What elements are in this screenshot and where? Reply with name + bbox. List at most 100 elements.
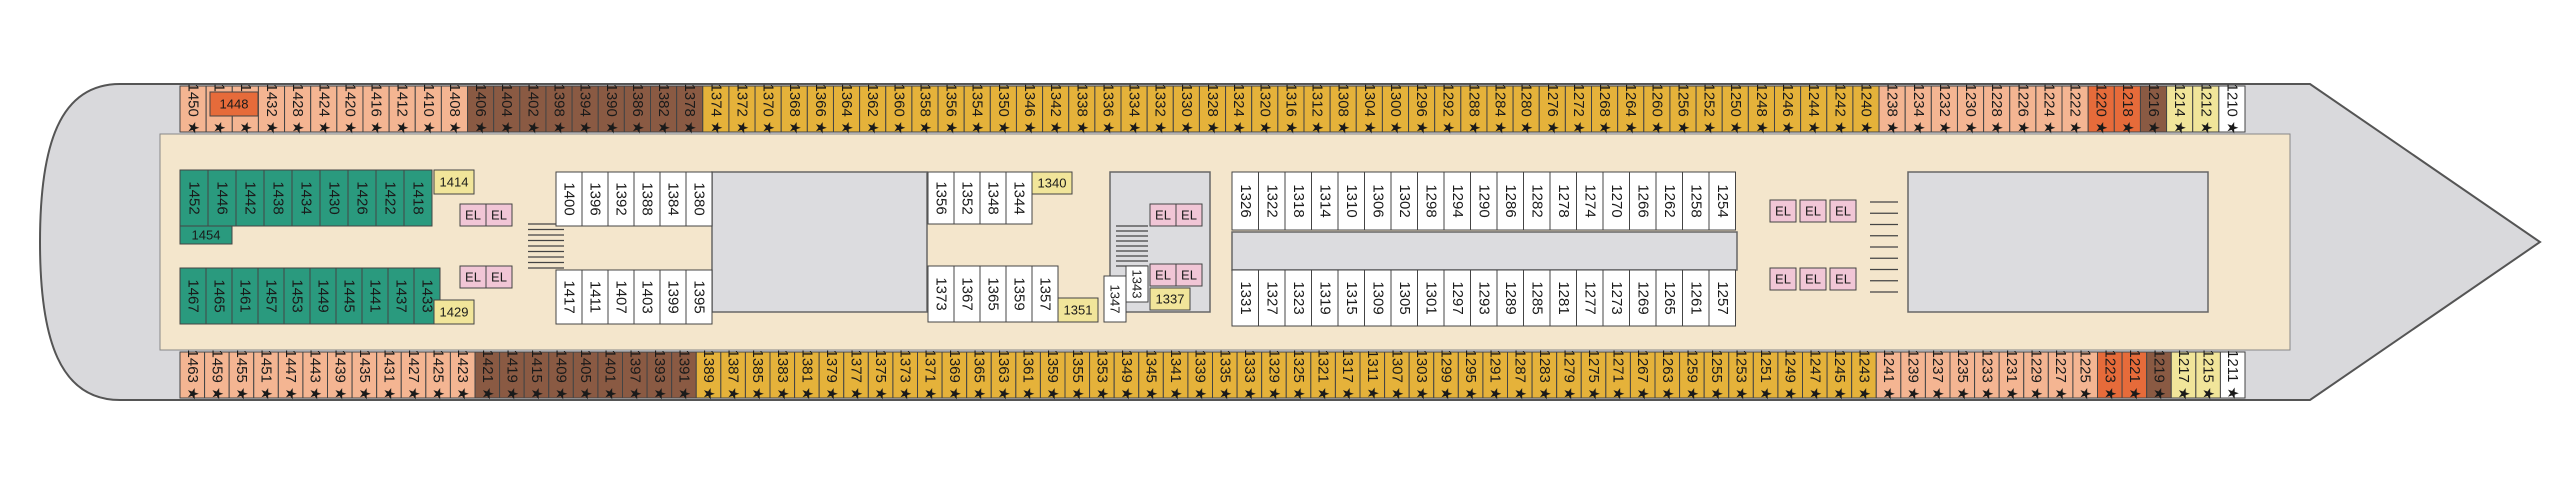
top-row-cabin xyxy=(2009,85,2037,133)
bottom-row-cabin xyxy=(474,351,501,399)
bottom-row-cabin-number: 1299 ★ xyxy=(1438,350,1455,401)
bottom-row-cabin xyxy=(1728,351,1754,399)
top-row-cabin xyxy=(2166,85,2194,133)
fwd-teal-bottom-cabin-number: 1457 xyxy=(263,279,280,312)
open-area-1 xyxy=(711,171,928,313)
mid-block-b-top-cabin-number: 1344 xyxy=(1011,181,1028,214)
top-row-cabin-number: 1250 ★ xyxy=(1727,84,1744,135)
top-row-cabin-number: 1272 ★ xyxy=(1570,84,1587,135)
mid-block-c-bottom-cabin xyxy=(1443,269,1471,327)
bottom-row-cabin xyxy=(1138,351,1164,399)
elevator-label: EL xyxy=(465,270,481,285)
top-row-cabin xyxy=(1408,85,1436,133)
bottom-row-cabin-number: 1401 ★ xyxy=(602,350,619,401)
mid-block-c-top-cabin xyxy=(1629,171,1657,231)
bottom-row-cabin-number: 1251 ★ xyxy=(1757,350,1774,401)
top-row-cabin xyxy=(963,85,991,133)
mid-block-a-top-cabin xyxy=(581,171,609,227)
bottom-row-cabin xyxy=(2023,351,2049,399)
bottom-row-cabin-number: 1419 ★ xyxy=(503,350,520,401)
top-row-cabin-number: 1334 ★ xyxy=(1126,84,1143,135)
mid-block-c-top-cabin xyxy=(1470,171,1498,231)
mid-block-c-top-cabin-number: 1290 xyxy=(1475,184,1492,217)
top-row-cabin xyxy=(1042,85,1070,133)
elevator-label: EL xyxy=(1775,204,1791,219)
bottom-row-cabin-number: 1435 ★ xyxy=(356,350,373,401)
top-row-cabin-number: 1390 ★ xyxy=(603,84,620,135)
bottom-row-cabin-number: 1379 ★ xyxy=(823,350,840,401)
fwd-teal-top-cabin xyxy=(291,169,321,227)
top-row-cabin-number: 1412 ★ xyxy=(394,84,411,135)
bottom-row-cabin-number: 1325 ★ xyxy=(1290,350,1307,401)
fwd-teal-bottom-cabin xyxy=(309,267,337,325)
cabin-1448-label: 1448 xyxy=(220,97,249,112)
bottom-row-cabin-number: 1365 ★ xyxy=(970,350,987,401)
bottom-row-cabin-number: 1355 ★ xyxy=(1069,350,1086,401)
bottom-row-cabin xyxy=(1531,351,1558,399)
bottom-row-cabin-number: 1423 ★ xyxy=(454,350,471,401)
top-row-cabin xyxy=(2061,85,2089,133)
bottom-row-cabin-number: 1361 ★ xyxy=(1020,350,1037,401)
bottom-row-cabin-number: 1255 ★ xyxy=(1708,350,1725,401)
elevator-label: EL xyxy=(491,208,507,223)
bottom-row-cabin-number: 1217 ★ xyxy=(2175,350,2192,401)
top-row-cabin xyxy=(2087,85,2115,133)
top-row-cabin xyxy=(989,85,1017,133)
cabin-1343-label: 1343 xyxy=(1130,270,1145,299)
bottom-row-cabin-number: 1245 ★ xyxy=(1831,350,1848,401)
mid-block-c-top-cabin xyxy=(1284,171,1312,231)
bottom-row-cabin xyxy=(1826,351,1853,399)
bottom-row-cabin-number: 1221 ★ xyxy=(2126,350,2143,401)
top-row-cabin xyxy=(1721,85,1749,133)
top-row-cabin-number: 1372 ★ xyxy=(733,84,750,135)
mid-block-b-bottom-cabin xyxy=(953,265,981,323)
bottom-row-cabin-number: 1339 ★ xyxy=(1192,350,1209,401)
fwd-teal-bottom-cabin-number: 1433 xyxy=(419,279,436,312)
bottom-row-cabin xyxy=(2219,351,2246,399)
cabin-1337 xyxy=(1149,287,1191,311)
bottom-row-cabin-number: 1443 ★ xyxy=(307,350,324,401)
mid-block-a-bottom-cabin xyxy=(659,269,687,325)
elevator-label: EL xyxy=(1805,272,1821,287)
bottom-row-cabin-number: 1463 ★ xyxy=(184,350,201,401)
elevator xyxy=(1175,203,1203,227)
fwd-teal-top-cabin xyxy=(319,169,349,227)
top-row-cabin xyxy=(1225,85,1253,133)
bottom-row-cabin-number: 1455 ★ xyxy=(233,350,250,401)
mid-block-c-top-cabin xyxy=(1258,171,1286,231)
open-area-4 xyxy=(1907,171,2209,313)
elevator xyxy=(485,203,513,227)
bottom-row-cabin xyxy=(1752,351,1779,399)
top-row-cabin xyxy=(728,85,756,133)
bottom-row-cabin xyxy=(1900,351,1926,399)
mid-block-c-bottom-cabin-number: 1297 xyxy=(1449,281,1466,314)
fwd-teal-top-cabin-number: 1418 xyxy=(410,181,427,214)
bottom-row-cabin-number: 1363 ★ xyxy=(995,350,1012,401)
top-row-cabin xyxy=(467,85,495,133)
bottom-row-cabin-number: 1239 ★ xyxy=(1905,350,1922,401)
bottom-row-cabin-number: 1427 ★ xyxy=(405,350,422,401)
bottom-row-cabin-number: 1287 ★ xyxy=(1511,350,1528,401)
mid-block-c-bottom-cabin xyxy=(1337,269,1365,327)
fwd-teal-top-cabin-number: 1426 xyxy=(354,181,371,214)
fwd-teal-top-cabin-number: 1434 xyxy=(298,181,315,214)
top-row-cabin xyxy=(623,85,652,133)
top-row-cabin-number: 1364 ★ xyxy=(838,84,855,135)
top-row-cabin xyxy=(1983,85,2011,133)
bottom-row-cabin-number: 1291 ★ xyxy=(1487,350,1504,401)
mid-block-c-bottom-cabin-number: 1285 xyxy=(1528,281,1545,314)
fwd-teal-top-cabin-number: 1452 xyxy=(186,181,203,214)
top-row-cabin xyxy=(493,85,521,133)
elevator xyxy=(1769,267,1797,291)
mid-block-c-bottom-cabin xyxy=(1523,269,1551,327)
bottom-row-cabin xyxy=(1212,351,1238,399)
bottom-row-cabin-number: 1237 ★ xyxy=(1929,350,1946,401)
bottom-row-cabin-number: 1409 ★ xyxy=(553,350,570,401)
bottom-row-cabin-number: 1211 ★ xyxy=(2224,350,2241,400)
top-row-cabin-number: 1346 ★ xyxy=(1021,84,1038,135)
mid-block-a-bottom-cabin xyxy=(607,269,635,325)
top-row-cabin xyxy=(2139,85,2168,133)
mid-block-a-top-cabin-number: 1388 xyxy=(639,182,656,215)
top-row-cabin-number: 1320 ★ xyxy=(1256,84,1273,135)
top-row-cabin-number: 1424 ★ xyxy=(315,84,332,135)
